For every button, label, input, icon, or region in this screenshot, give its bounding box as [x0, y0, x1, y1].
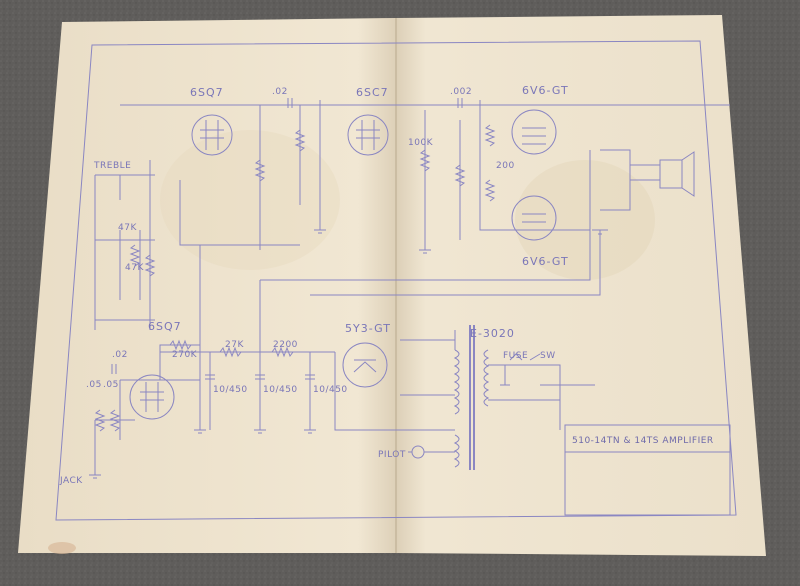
tube-label-v4: 6V6-GT	[522, 255, 569, 268]
capacitor-label: .05	[103, 380, 119, 390]
tube-label-v2: 6SC7	[356, 86, 389, 99]
resistor-label: 270K	[172, 350, 198, 360]
treble-label: TREBLE	[93, 161, 131, 171]
jack-label: JACK	[59, 476, 83, 486]
tube-v2	[347, 114, 389, 156]
tube-v4	[511, 195, 557, 241]
tube-label-v3: 6V6-GT	[522, 84, 569, 97]
capacitor-label: .05	[86, 380, 102, 390]
paper-right-half	[396, 15, 766, 556]
switch-label: SW	[540, 351, 556, 361]
schematic-border	[55, 40, 737, 521]
paper-stain	[160, 130, 340, 270]
tube-v6	[129, 374, 175, 420]
resistor-label: 27K	[225, 340, 244, 350]
capacitor-label: 10/450	[213, 385, 248, 395]
tube-label-v6: 6SQ7	[148, 320, 182, 333]
paper-stain	[515, 160, 655, 280]
capacitor-label: 10/450	[313, 385, 348, 395]
resistor-label: 47K	[118, 223, 137, 233]
schematic-labels: 6SQ7 6SC7 6V6-GT 6V6-GT 5Y3-GT 6SQ7 E-30…	[59, 84, 714, 486]
schematic-drawing	[55, 40, 737, 521]
fuse-label: FUSE	[503, 351, 528, 361]
resistor-label: 2200	[273, 340, 298, 350]
tube-v3	[511, 109, 557, 155]
resistor-label: 47K	[125, 263, 144, 273]
paper-sheet	[18, 15, 766, 556]
resistor-label: 200	[496, 161, 515, 171]
transformer-label: E-3020	[470, 327, 515, 340]
capacitor-label: .02	[272, 87, 288, 97]
title-block	[564, 424, 731, 516]
capacitor-label: .02	[112, 350, 128, 360]
capacitor-label: 10/450	[263, 385, 298, 395]
tube-v5	[342, 342, 388, 388]
schematic-title: 510-14TN & 14TS AMPLIFIER	[572, 436, 714, 446]
paper-stain	[48, 542, 76, 554]
resistor-label: 100K	[408, 138, 434, 148]
tube-label-v1: 6SQ7	[190, 86, 224, 99]
capacitor-label: .002	[450, 87, 472, 97]
pilot-label: PILOT	[378, 450, 406, 460]
tube-v1	[191, 114, 233, 156]
tube-label-v5: 5Y3-GT	[345, 322, 391, 335]
